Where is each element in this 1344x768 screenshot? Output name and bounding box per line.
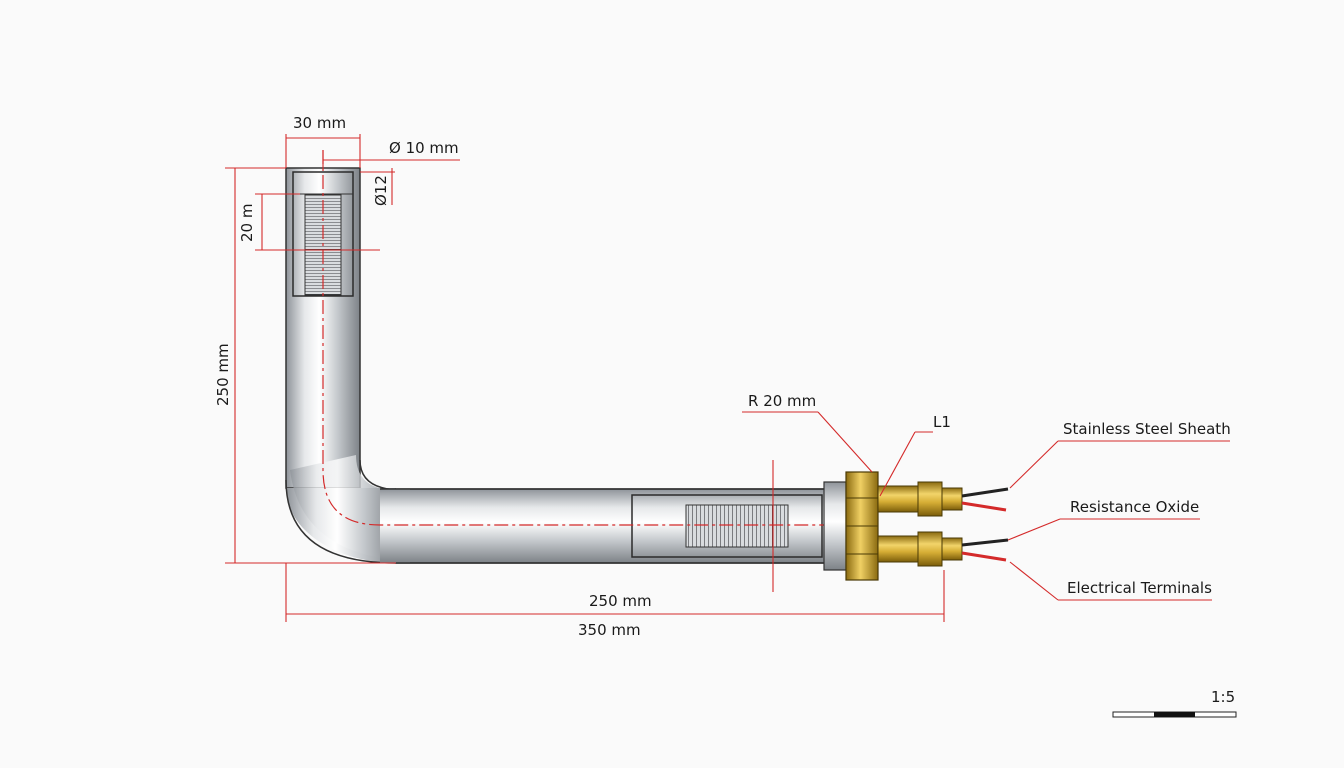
scale-bar: 1:5: [1112, 688, 1237, 718]
dim-terminal-ref: L1: [933, 413, 951, 431]
dim-outer-diameter: Ø12: [372, 175, 390, 206]
sheath-tube: [285, 150, 840, 564]
callout-terminals: Electrical Terminals: [1067, 579, 1212, 597]
callout-oxide: Resistance Oxide: [1070, 498, 1199, 516]
horizontal-insert: [631, 494, 823, 558]
dim-inner-diameter: Ø 10 mm: [389, 139, 459, 157]
resistance-coil: [685, 504, 789, 548]
dim-thread-length: 20 m: [238, 204, 256, 242]
callout-sheath: Stainless Steel Sheath: [1063, 420, 1231, 438]
dim-horizontal-length: 250 mm: [589, 592, 652, 610]
scale-label: 1:5: [1211, 688, 1235, 706]
dim-total-length: 350 mm: [578, 621, 641, 639]
centerline: [322, 150, 840, 526]
lower-terminal: [877, 531, 1009, 567]
dimension-lines: [225, 134, 1230, 622]
dim-vertical-length: 250 mm: [214, 343, 232, 406]
dim-bend-radius: R 20 mm: [748, 392, 816, 410]
upper-terminal: [877, 481, 1009, 517]
terminal-fitting: [823, 471, 1009, 581]
dim-top-width: 30 mm: [293, 114, 346, 132]
